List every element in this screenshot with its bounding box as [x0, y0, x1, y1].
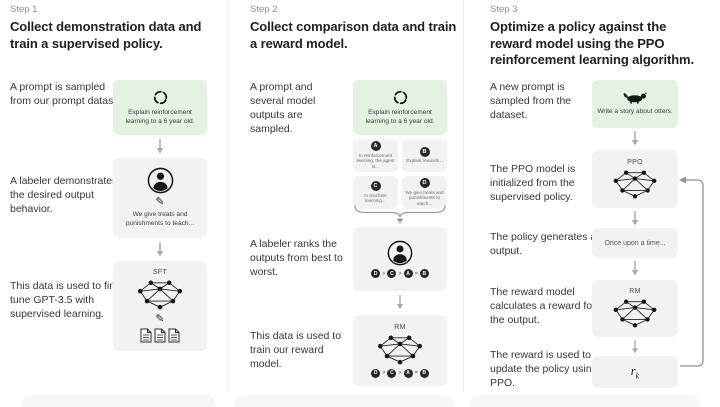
step-3-output-text: The policy generates an output. — [490, 231, 603, 257]
step-2-heading: Collect comparison data and train a rewa… — [250, 19, 457, 51]
neural-network-icon — [613, 299, 657, 328]
arrow-down-icon — [631, 211, 639, 226]
step-1-finetune-text: This data is used to fine-tune GPT-3.5 w… — [10, 280, 125, 320]
labeler-caption: We give treats and punishments to teach.… — [125, 211, 195, 227]
arrow-down-icon — [156, 139, 164, 154]
rank-separator: = — [414, 270, 418, 277]
prompt-caption: Write a story about otters. — [597, 108, 673, 116]
arrow-down-icon — [631, 131, 639, 146]
option-text: In reinforcement learning, the agent is.… — [356, 152, 395, 170]
output-option-d: D We give treats and punishments to teac… — [402, 176, 447, 209]
step-1-label: Step 1 — [10, 4, 38, 15]
brace-down-icon — [354, 205, 446, 224]
rank-separator: > — [398, 270, 402, 277]
column-divider — [228, 0, 229, 392]
rank-chip: C — [387, 368, 397, 378]
rm-label: RM — [629, 288, 641, 295]
option-badge: B — [419, 146, 430, 157]
policy-output-card: Once upon a time... — [592, 228, 678, 258]
rank-separator: > — [382, 370, 386, 376]
rank-separator: = — [414, 370, 418, 376]
reward-symbol: rk — [630, 363, 640, 381]
rank-chip: A — [403, 269, 413, 278]
neural-network-icon — [137, 280, 183, 310]
arrow-down-icon — [396, 295, 404, 310]
option-badge: A — [370, 141, 381, 152]
column-divider — [463, 0, 464, 392]
step-3-heading: Optimize a policy against the reward mod… — [490, 19, 695, 68]
cycle-arrows-icon — [393, 90, 407, 104]
rank-chip: B — [419, 368, 429, 378]
rank-chip: B — [419, 269, 429, 278]
step-2-labeler-text: A labeler ranks the outputs from best to… — [250, 238, 343, 278]
prompt-card: Explain reinforcement learning to a 6 ye… — [353, 80, 447, 135]
neural-network-icon — [613, 169, 657, 199]
step-1-prompt-text: A prompt is sampled from our prompt data… — [10, 81, 125, 107]
pencil-icon: ✎ — [155, 196, 165, 209]
arrow-down-icon — [632, 340, 638, 354]
rank-chip: A — [403, 368, 413, 378]
prompt-caption: Explain reinforcement learning to a 6 ye… — [125, 108, 195, 125]
ppo-model-card: PPO — [592, 150, 678, 208]
reward-value-card: rk — [592, 356, 678, 388]
arrow-down-icon — [156, 242, 164, 257]
output-option-c: C In machine learning... — [353, 176, 398, 209]
output-caption: Once upon a time... — [604, 239, 666, 247]
prompt-caption: Explain reinforcement learning to a 6 ye… — [365, 108, 435, 125]
ranking: D > C > A = B — [371, 368, 429, 378]
document-stack-icon — [140, 328, 180, 343]
step-3-ppo-text: The PPO model is initialized from the su… — [490, 163, 576, 203]
rank-separator: > — [382, 270, 386, 277]
rank-separator: > — [398, 370, 402, 376]
model-outputs-grid: A In reinforcement learning, the agent i… — [353, 139, 447, 209]
rank-chip: D — [371, 269, 381, 278]
step-2-prompt-text: A prompt and several model outputs are s… — [250, 81, 316, 135]
reward-model-card: RM D > C > A = B — [353, 315, 447, 386]
next-row-card — [234, 395, 454, 407]
output-option-b: B Explain rewards... — [402, 139, 447, 172]
labeler-avatar-icon — [387, 240, 413, 266]
prompt-card: Write a story about otters. — [592, 80, 678, 128]
neural-network-icon — [377, 335, 423, 364]
rm-label: RM — [394, 323, 406, 331]
step-2-label: Step 2 — [250, 4, 278, 15]
cycle-arrows-icon — [153, 90, 167, 104]
option-badge: C — [370, 181, 381, 192]
option-text: In machine learning... — [364, 192, 387, 204]
feedback-loop-arrow — [679, 176, 704, 367]
ppo-label: PPO — [627, 158, 643, 166]
sft-model-card: SFT ✎ — [113, 261, 207, 351]
option-text: We give treats and punishments to teach.… — [405, 189, 444, 207]
step-3-label: Step 3 — [490, 4, 518, 15]
option-badge: D — [419, 178, 430, 189]
labeler-card: ✎ We give treats and punishments to teac… — [113, 158, 207, 238]
arrow-down-icon — [631, 261, 639, 276]
option-text: Explain rewards... — [406, 158, 443, 164]
step-2-train-text: This data is used to train our reward mo… — [250, 330, 342, 370]
step-3-reward-text: The reward is used to update the policy … — [490, 349, 598, 389]
step-3-prompt-text: A new prompt is sampled from the dataset… — [490, 81, 572, 121]
ranking: D > C > A = B — [371, 269, 429, 278]
rank-chip: D — [371, 368, 381, 378]
reward-model-card: RM — [592, 280, 678, 337]
pencil-icon: ✎ — [155, 313, 165, 325]
labeler-avatar-icon — [147, 167, 173, 194]
next-row-card — [22, 395, 216, 407]
otter-silhouette-icon — [623, 92, 647, 104]
step-1-heading: Collect demonstration data and train a s… — [10, 19, 202, 51]
output-option-a: A In reinforcement learning, the agent i… — [353, 139, 398, 172]
prompt-card: Explain reinforcement learning to a 6 ye… — [113, 80, 207, 135]
step-3-rm-text: The reward model calculates a reward for… — [490, 286, 596, 326]
labeler-ranking-card: D > C > A = B — [353, 227, 447, 291]
step-1-labeler-text: A labeler demonstrates the desired outpu… — [10, 175, 118, 215]
next-row-card — [470, 395, 700, 407]
rank-chip: C — [387, 269, 397, 278]
sft-label: SFT — [152, 269, 168, 276]
